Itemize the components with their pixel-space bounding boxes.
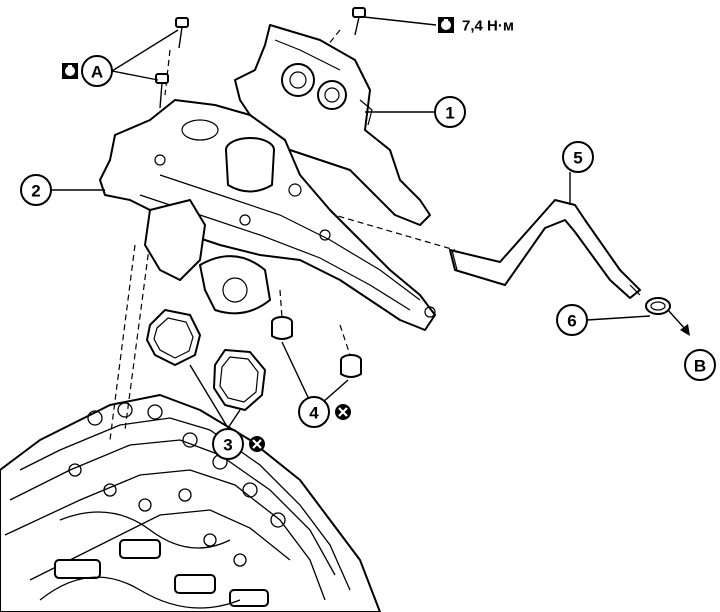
callout-b-label: B	[694, 357, 706, 376]
bolt-a-upper	[175, 17, 189, 49]
torque-value: 7,4 Н·м	[462, 18, 514, 35]
callout-5: 5	[562, 141, 594, 173]
callout-6-label: 6	[567, 312, 576, 331]
cylinder-head-block	[0, 394, 381, 612]
callout-a: A	[81, 55, 113, 87]
do-not-reuse-icon	[335, 404, 351, 420]
callout-3-label: 3	[223, 436, 232, 455]
callout-1: 1	[434, 96, 466, 128]
callout-4: 4	[298, 396, 330, 428]
gasket-part-3-right	[213, 349, 266, 411]
oil-separator-cover-part-1	[234, 24, 431, 226]
bolt-top-right	[352, 7, 366, 36]
rocker-cover-part-2	[99, 99, 436, 331]
hose-clamp-part-6	[645, 297, 671, 315]
gasket-part-3-left	[146, 309, 201, 366]
torque-wrench-icon	[438, 17, 454, 33]
callout-2-label: 2	[31, 182, 40, 201]
callout-b: B	[684, 349, 716, 381]
callout-5-label: 5	[573, 149, 582, 168]
do-not-reuse-icon	[249, 436, 265, 452]
callout-1-label: 1	[445, 104, 454, 123]
seal-part-4-right	[340, 354, 362, 378]
arrow-to-b	[667, 309, 690, 336]
breather-hose-part-5	[449, 199, 641, 299]
callout-6: 6	[556, 304, 588, 336]
callout-a-label: A	[91, 63, 103, 82]
callout-3: 3	[212, 428, 244, 460]
seal-part-4-left	[271, 316, 293, 340]
bolt-a-lower	[155, 73, 169, 109]
callout-2: 2	[20, 174, 52, 206]
callout-4-label: 4	[309, 404, 319, 423]
torque-wrench-icon	[62, 63, 78, 79]
